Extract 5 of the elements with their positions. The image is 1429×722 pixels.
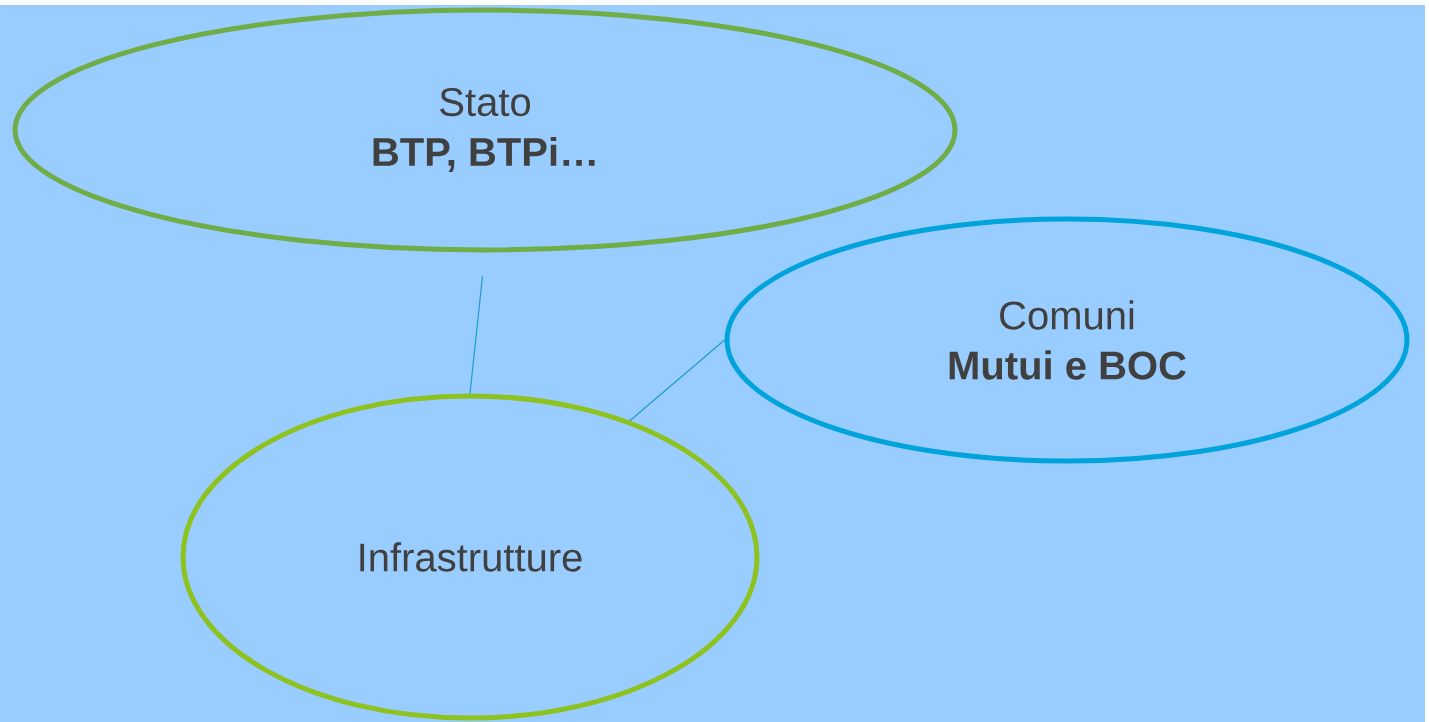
ellipse-node: Stato BTP, BTPi… [12,7,958,253]
connector-line [629,339,726,422]
ellipse-node: Comuni Mutui e BOC [724,216,1410,464]
connector-line [469,275,484,395]
ellipse-node: Infrastrutture [180,393,760,721]
